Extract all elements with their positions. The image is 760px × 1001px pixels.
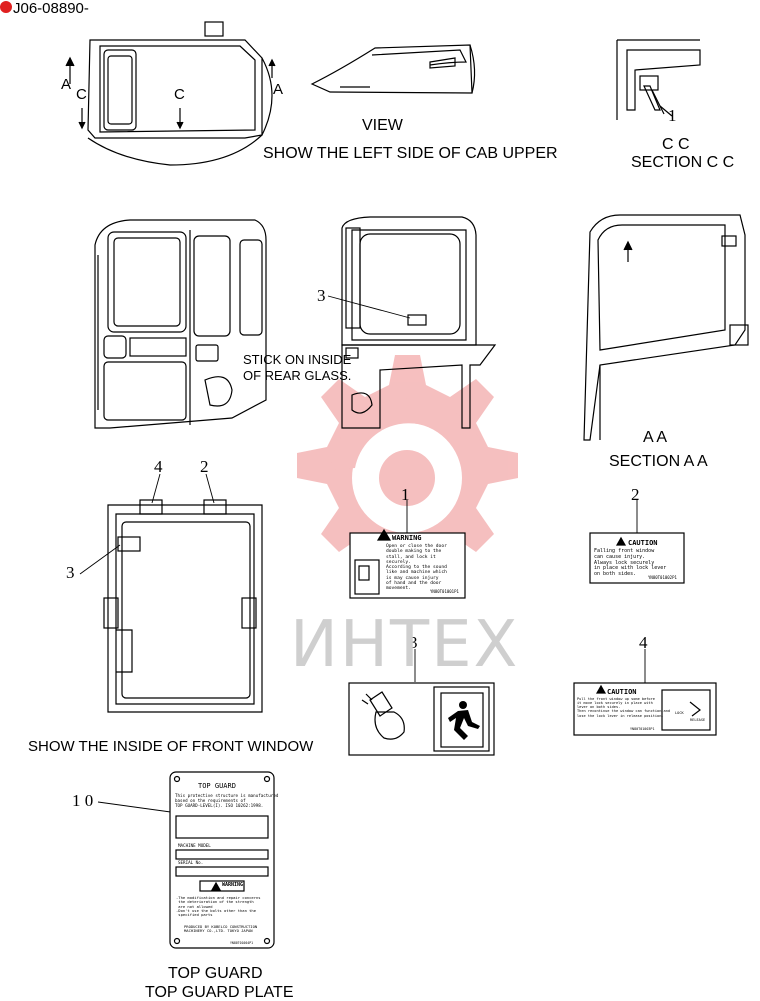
plate-code: YN80T01004P1: [230, 941, 254, 945]
part-code: J06-08890-: [13, 0, 89, 17]
callout-2-decal: 2: [631, 485, 640, 504]
callout-10-plate: 1 0: [72, 791, 94, 810]
decal-emergency-exit: [348, 682, 495, 756]
plate-maker-text: PRODUCED BY KOBELCO CONSTRUCTION MACHINE…: [184, 924, 258, 934]
callout-1-section-cc: 1: [668, 106, 677, 125]
caution2-decal-label: CAUTION: [607, 688, 637, 696]
decal-caution-lock-lever: [573, 682, 717, 736]
rear-glass-note: STICK ON INSIDE OF REAR GLASS.: [243, 352, 352, 384]
callout-3-rear: 3: [317, 286, 326, 305]
warning-decal-text: Open or close the door double making to …: [386, 544, 447, 592]
top-guard-caption: TOP GUARD: [168, 965, 263, 982]
plate-machine-model-label: MACHINE MODEL: [178, 843, 211, 848]
decal-caution-window: [589, 532, 685, 584]
caution-decal-text: Falling front window can cause injury. A…: [594, 548, 667, 577]
section-cc-title: C C: [662, 136, 690, 153]
front-window-caption: SHOW THE INSIDE OF FRONT WINDOW: [28, 738, 314, 755]
top-guard-plate-caption: TOP GUARD PLATE: [145, 984, 294, 1001]
caution-decal-label: CAUTION: [628, 539, 658, 547]
watermark-text: ИНТЕХ: [290, 608, 520, 682]
caution2-decal-text: Pull the front window up some before it …: [577, 697, 671, 718]
callout-1-decal: 1: [401, 485, 410, 504]
callout-4-window: 4: [154, 457, 163, 476]
marker-a-right: A: [273, 81, 284, 98]
cab-upper-plan-drawing: [65, 21, 276, 166]
marker-a-left: A: [61, 76, 72, 93]
plate-warning-text: -The modification and repair concerns th…: [176, 895, 261, 918]
cab-rear-view-drawing: [341, 216, 497, 429]
section-aa-title: A A: [643, 429, 668, 446]
lock-label: LOCK: [675, 711, 684, 715]
marker-c-left: C: [76, 86, 87, 103]
plate-title: TOP GUARD: [198, 782, 236, 790]
section-aa-caption: SECTION A A: [609, 453, 708, 470]
section-cc-drawing: [616, 39, 701, 120]
callout-3-decal: 3: [409, 633, 418, 652]
plate-serial-label: SERIAL No.: [178, 860, 204, 865]
decal-warning-door: [349, 528, 466, 599]
marker-c-center: C: [174, 86, 185, 103]
caution2-decal-code: YN80T01003P1: [630, 727, 655, 731]
callout-3-window: 3: [66, 563, 75, 582]
caution-decal-code: YN80T01002P1: [648, 575, 677, 580]
plate-statement: This protective structure is manufacture…: [175, 793, 279, 808]
callout-2-window: 2: [200, 457, 209, 476]
cab-side-view-drawing: [94, 219, 267, 429]
cab-roof-side-drawing: [310, 44, 476, 94]
plate-warning-label: WARNING: [222, 882, 244, 888]
section-aa-drawing: [583, 214, 749, 441]
view-title: VIEW: [362, 117, 403, 134]
view-caption: SHOW THE LEFT SIDE OF CAB UPPER: [263, 145, 558, 162]
header-mark-icon: [0, 1, 12, 13]
hammer-hand-icon: [361, 691, 405, 740]
release-label: RELEASE: [690, 718, 706, 722]
callout-4-decal: 4: [639, 633, 648, 652]
front-window-inside-drawing: [103, 499, 263, 713]
top-guard-plate-drawing: [169, 771, 275, 949]
running-person-icon: [448, 701, 480, 740]
warning-decal-code: YN80T01001P1: [430, 589, 459, 594]
section-cc-caption: SECTION C C: [631, 154, 735, 171]
warning-decal-label: WARNING: [392, 534, 422, 542]
